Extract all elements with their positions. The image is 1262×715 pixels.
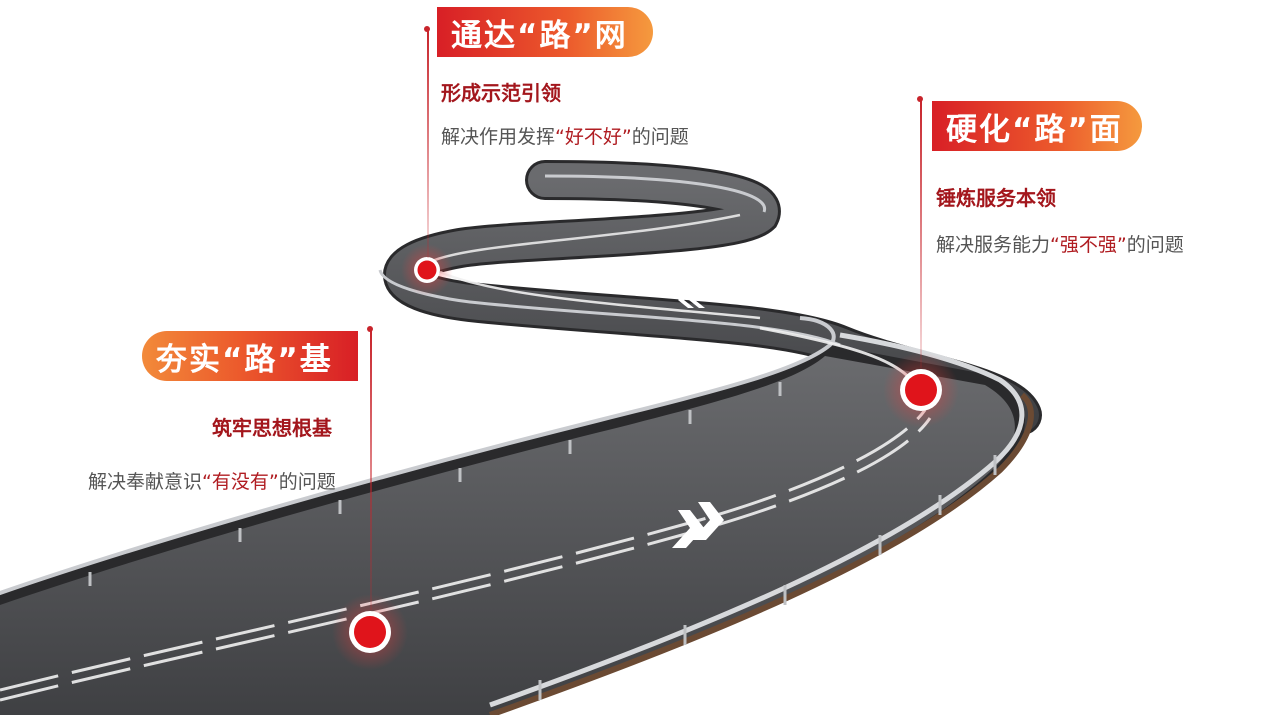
desc-text: 解决作用发挥 xyxy=(441,126,556,148)
desc-highlight: “好不好” xyxy=(555,126,632,148)
top-stem xyxy=(427,30,429,258)
section-top-subtitle: 形成示范引领 xyxy=(441,81,561,105)
left-stem xyxy=(370,330,372,610)
milestone-marker xyxy=(349,611,391,653)
section-right-subtitle: 锤炼服务本领 xyxy=(936,186,1056,210)
right-stem xyxy=(920,100,922,368)
section-right-title: 硬化“路”面 xyxy=(932,101,1142,151)
direction-chevron-icon xyxy=(672,502,724,548)
section-top-title: 通达“路”网 xyxy=(437,7,653,57)
milestone-marker xyxy=(414,257,440,283)
desc-highlight: “有没有” xyxy=(202,471,279,493)
section-left-subtitle: 筑牢思想根基 xyxy=(212,416,332,440)
desc-text: 的问题 xyxy=(1126,234,1184,256)
section-right-desc: 解决服务能力“强不强”的问题 xyxy=(936,230,1184,257)
desc-highlight: “强不强” xyxy=(1050,234,1127,256)
right-stem-dot xyxy=(917,96,923,102)
top-stem-dot xyxy=(424,26,430,32)
desc-text: 解决服务能力 xyxy=(936,234,1051,256)
section-top-desc: 解决作用发挥“好不好”的问题 xyxy=(441,122,689,149)
milestone-marker xyxy=(900,369,942,411)
desc-text: 的问题 xyxy=(631,126,689,148)
section-left-desc: 解决奉献意识“有没有”的问题 xyxy=(88,467,336,494)
direction-chevron-icon xyxy=(678,292,705,308)
left-stem-dot xyxy=(367,326,373,332)
section-left-title: 夯实“路”基 xyxy=(142,331,358,381)
desc-text: 的问题 xyxy=(278,471,336,493)
desc-text: 解决奉献意识 xyxy=(88,471,203,493)
